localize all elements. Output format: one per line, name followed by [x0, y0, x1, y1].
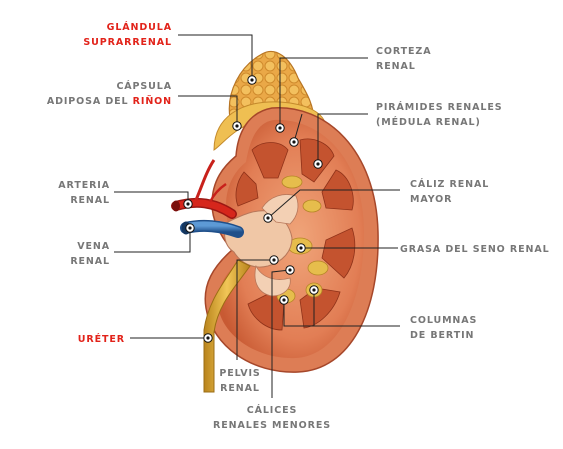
- labels: GLÁNDULA SUPRARRENAL CÁPSULA ADIPOSA DEL…: [47, 21, 550, 431]
- label-capsula-line2: ADIPOSA DEL RIÑON: [47, 96, 172, 107]
- label-caliz-line1: CÁLIZ RENAL: [410, 178, 489, 190]
- marker-vena: [185, 223, 195, 233]
- label-glandula-line1: GLÁNDULA: [107, 21, 172, 33]
- label-corteza-line2: RENAL: [376, 61, 416, 72]
- label-capsula-line1: CÁPSULA: [116, 80, 172, 92]
- label-caliz-line2: MAYOR: [410, 194, 452, 205]
- label-piramides-line1: PIRÁMIDES RENALES: [376, 101, 502, 113]
- marker-capsula: [232, 121, 242, 131]
- renal-artery: [171, 159, 237, 219]
- label-ureter: URÉTER: [78, 333, 125, 345]
- marker-columnas-2: [279, 295, 289, 305]
- marker-piramides-1: [289, 137, 299, 147]
- minor-calyces: [254, 264, 291, 297]
- label-pelvis-line1: PELVIS: [219, 368, 260, 379]
- label-pelvis-line2: RENAL: [220, 383, 260, 394]
- label-piramides-line2: (MÉDULA RENAL): [376, 116, 481, 128]
- leader-lines: [114, 34, 400, 398]
- marker-glandula: [247, 75, 257, 85]
- label-capsula-red: RIÑON: [133, 96, 172, 107]
- marker-arteria: [183, 199, 193, 209]
- marker-ureter: [203, 333, 213, 343]
- ureter-vessel: [203, 259, 251, 393]
- label-capsula-pre: ADIPOSA DEL: [47, 96, 133, 107]
- label-vena-line2: RENAL: [70, 256, 110, 267]
- label-vena-line1: VENA: [77, 241, 110, 252]
- label-calices-line1: CÁLICES: [247, 404, 298, 416]
- label-corteza-line1: CORTEZA: [376, 46, 431, 57]
- marker-pelvis: [269, 255, 279, 265]
- label-arteria-line2: RENAL: [70, 195, 110, 206]
- label-columnas-line1: COLUMNAS: [410, 315, 477, 326]
- label-grasa: GRASA DEL SENO RENAL: [400, 244, 550, 255]
- marker-caliz-mayor: [263, 213, 273, 223]
- kidney-illustration: [171, 50, 379, 393]
- label-arteria-line1: ARTERIA: [58, 180, 110, 191]
- marker-corteza: [275, 123, 285, 133]
- label-glandula-line2: SUPRARRENAL: [83, 37, 172, 48]
- marker-piramides-2: [313, 159, 323, 169]
- marker-calices: [285, 265, 295, 275]
- marker-columnas-1: [309, 285, 319, 295]
- label-calices-line2: RENALES MENORES: [213, 420, 331, 431]
- label-columnas-line2: DE BERTIN: [410, 330, 474, 341]
- marker-dots: [183, 75, 323, 343]
- marker-grasa: [296, 243, 306, 253]
